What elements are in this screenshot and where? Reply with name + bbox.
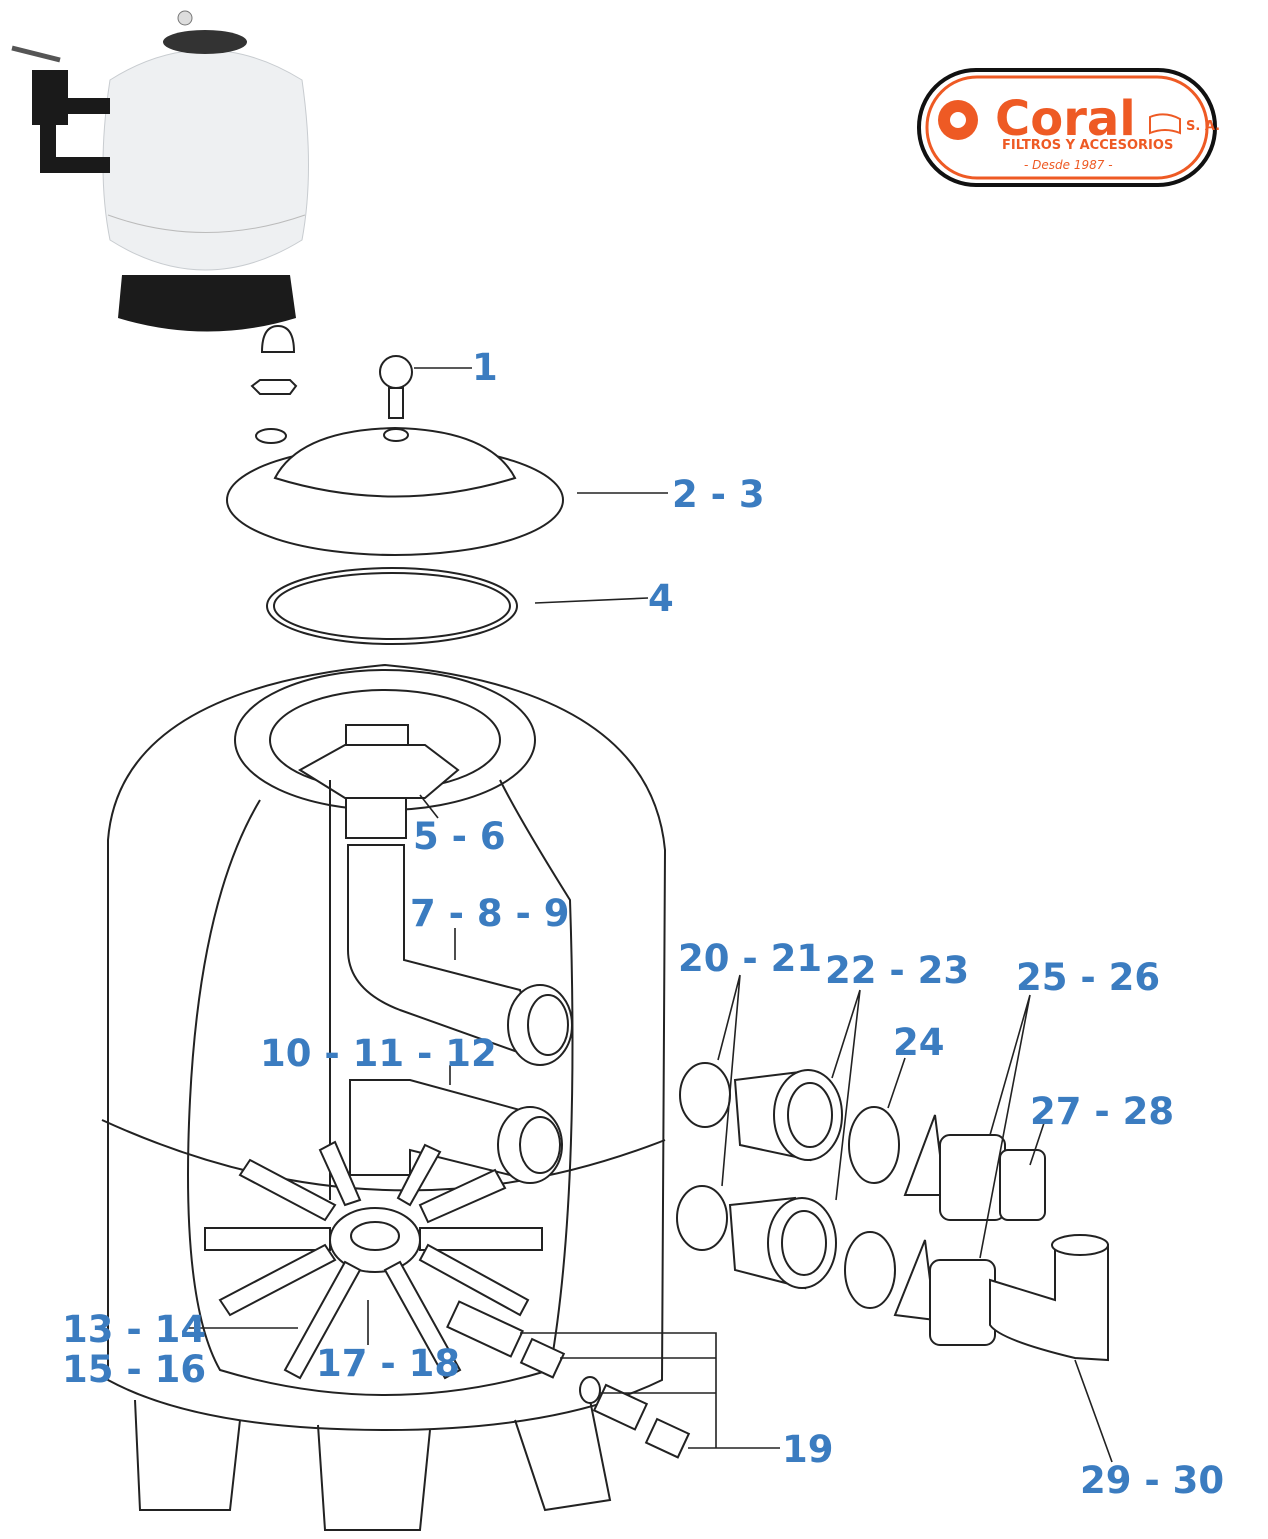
o-ring-part	[266, 567, 649, 645]
cap-nut-washer	[250, 324, 298, 444]
air-vent-part	[379, 355, 472, 419]
label-part-24: 24	[893, 1021, 945, 1064]
filter-product-photo	[11, 10, 309, 332]
label-part-10-11-12: 10 - 11 - 12	[260, 1032, 497, 1075]
logo-brand: Coral	[995, 91, 1136, 147]
logo-suffix: S. A.	[1186, 119, 1220, 134]
logo-since: - Desde 1987 -	[1024, 158, 1113, 172]
label-part-15-16: 15 - 16	[62, 1348, 206, 1391]
label-part-2-3: 2 - 3	[672, 473, 765, 516]
label-part-19: 19	[782, 1428, 834, 1471]
filter-tank	[101, 663, 780, 1531]
label-part-22-23: 22 - 23	[825, 949, 969, 992]
label-part-20-21: 20 - 21	[678, 937, 822, 980]
label-part-13-14: 13 - 14	[62, 1308, 206, 1351]
label-part-1: 1	[472, 346, 498, 389]
side-fittings	[676, 974, 1113, 1463]
lid-part	[226, 426, 668, 556]
label-part-29-30: 29 - 30	[1080, 1459, 1224, 1502]
label-part-7-8-9: 7 - 8 - 9	[410, 892, 569, 935]
label-part-17-18: 17 - 18	[316, 1342, 460, 1385]
label-part-4: 4	[648, 577, 674, 620]
label-part-27-28: 27 - 28	[1030, 1090, 1174, 1133]
label-part-25-26: 25 - 26	[1016, 956, 1160, 999]
coral-logo: Coral S. A. FILTROS Y ACCESORIOS - Desde…	[917, 68, 1220, 187]
logo-tagline: FILTROS Y ACCESORIOS	[1002, 138, 1173, 153]
label-part-5-6: 5 - 6	[413, 815, 506, 858]
